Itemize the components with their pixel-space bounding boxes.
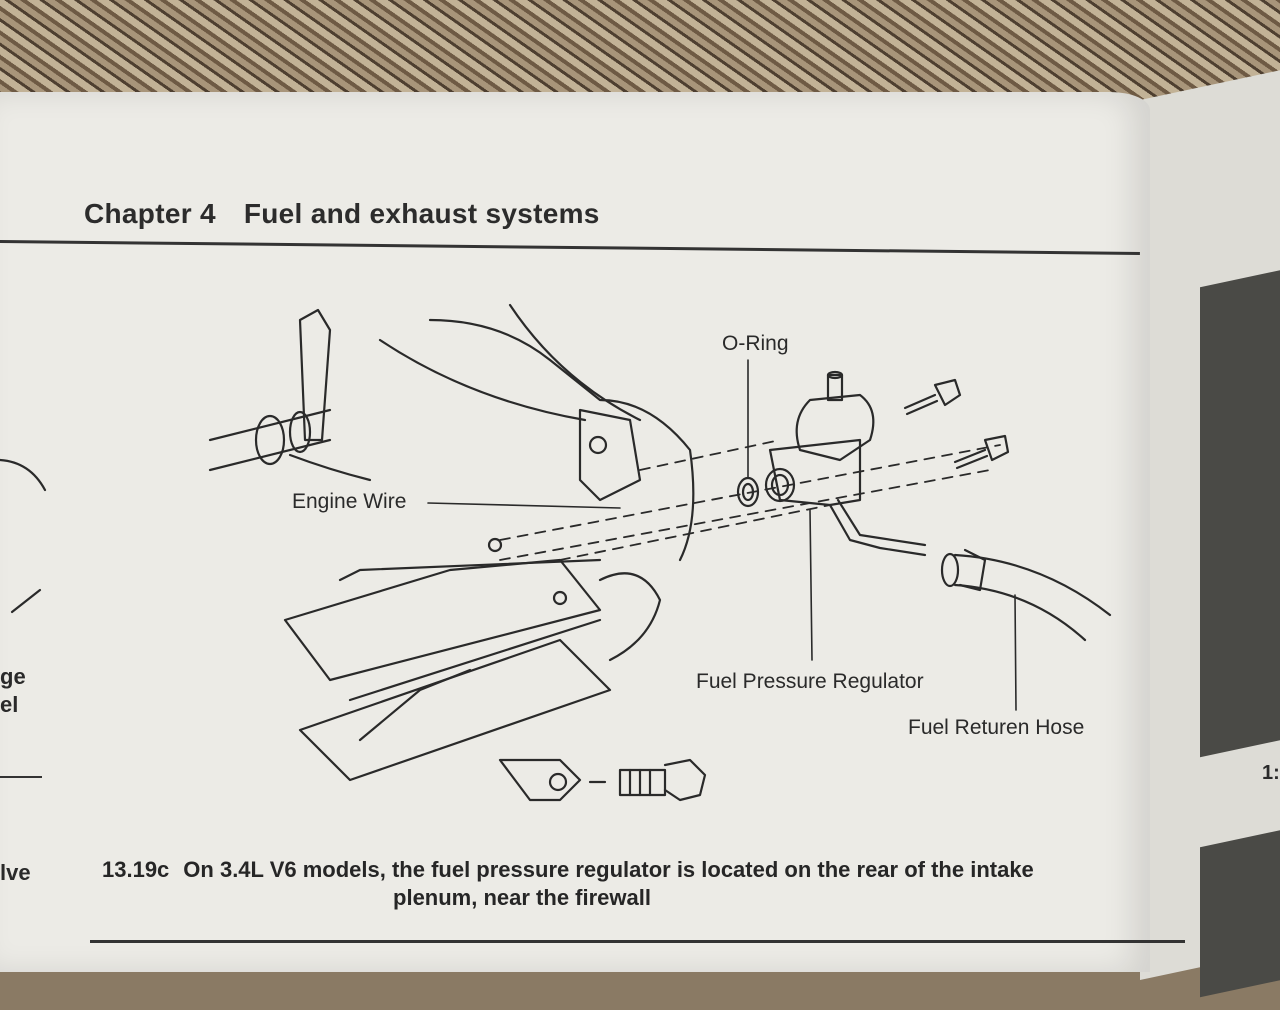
- fuel-pressure-regulator-label: Fuel Pressure Regulator: [696, 670, 924, 693]
- chapter-heading: Chapter 4 Fuel and exhaust systems: [84, 198, 600, 230]
- o-ring-label: O-Ring: [722, 332, 789, 355]
- left-margin-fragment: lve: [0, 860, 31, 885]
- engine-wire-label: Engine Wire: [292, 490, 407, 513]
- caption-number: 13.19c: [102, 857, 170, 882]
- chapter-title: Fuel and exhaust systems: [243, 198, 600, 229]
- fuel-return-hose-label: Fuel Returen Hose: [908, 716, 1085, 739]
- figure-caption: 13.19c On 3.4L V6 models, the fuel pressu…: [102, 856, 1182, 912]
- chapter-number: Chapter 4: [84, 198, 216, 229]
- caption-line2: plenum, near the firewall: [393, 885, 651, 910]
- left-column-rule: [0, 776, 42, 778]
- right-margin-fragment: 1:: [1262, 762, 1280, 784]
- left-margin-fragment: el: [0, 692, 19, 717]
- caption-rule: [90, 940, 1185, 943]
- left-margin-fragment: ge: [0, 664, 26, 689]
- manual-page: [0, 92, 1150, 972]
- fuel-regulator-diagram: [0, 303, 1112, 802]
- caption-line1: On 3.4L V6 models, the fuel pressure reg…: [183, 857, 1034, 882]
